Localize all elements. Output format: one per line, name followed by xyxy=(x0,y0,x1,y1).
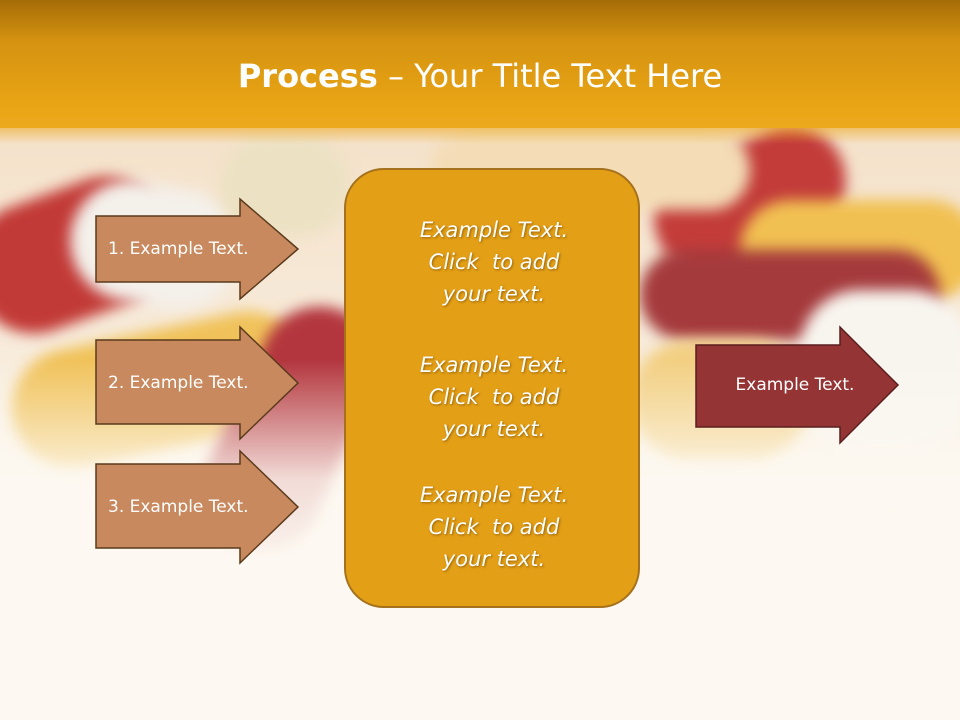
center-text-block-2[interactable]: Example Text. Click to add your text. xyxy=(346,349,642,445)
center-text-line: Example Text. xyxy=(419,218,569,242)
title-bold: Process xyxy=(237,57,378,95)
center-text-line: Click to add xyxy=(428,515,560,539)
center-text-block-3[interactable]: Example Text. Click to add your text. xyxy=(346,479,642,575)
step-arrow-3[interactable]: 3. Example Text. xyxy=(95,449,300,565)
title-separator: – xyxy=(377,57,415,95)
center-text-block-1[interactable]: Example Text. Click to add your text. xyxy=(346,214,642,310)
step-arrow-shape xyxy=(95,449,300,565)
title-bar-glow xyxy=(0,118,960,144)
step-arrow-shape xyxy=(95,325,300,441)
output-arrow-shape xyxy=(695,325,900,445)
center-text-line: Click to add xyxy=(428,250,560,274)
step-arrow-label: 3. Example Text. xyxy=(108,497,249,517)
center-text-line: your text. xyxy=(442,282,546,306)
center-text-line: your text. xyxy=(442,417,546,441)
center-text-line: Click to add xyxy=(428,385,560,409)
slide-title[interactable]: Process – Your Title Text Here xyxy=(0,54,960,98)
center-text-line: your text. xyxy=(442,547,546,571)
step-arrow-1[interactable]: 1. Example Text. xyxy=(95,197,300,301)
center-text-line: Example Text. xyxy=(419,483,569,507)
step-arrow-label: 1. Example Text. xyxy=(108,239,249,259)
step-arrow-2[interactable]: 2. Example Text. xyxy=(95,325,300,441)
output-arrow[interactable]: Example Text. xyxy=(695,325,900,445)
title-rest: Your Title Text Here xyxy=(414,57,723,95)
step-arrow-label: 2. Example Text. xyxy=(108,373,249,393)
center-process-box[interactable]: Example Text. Click to add your text. Ex… xyxy=(344,168,640,608)
step-arrow-shape xyxy=(95,197,300,301)
center-text-line: Example Text. xyxy=(419,353,569,377)
title-bar xyxy=(0,0,960,128)
output-arrow-label: Example Text. xyxy=(735,375,855,395)
